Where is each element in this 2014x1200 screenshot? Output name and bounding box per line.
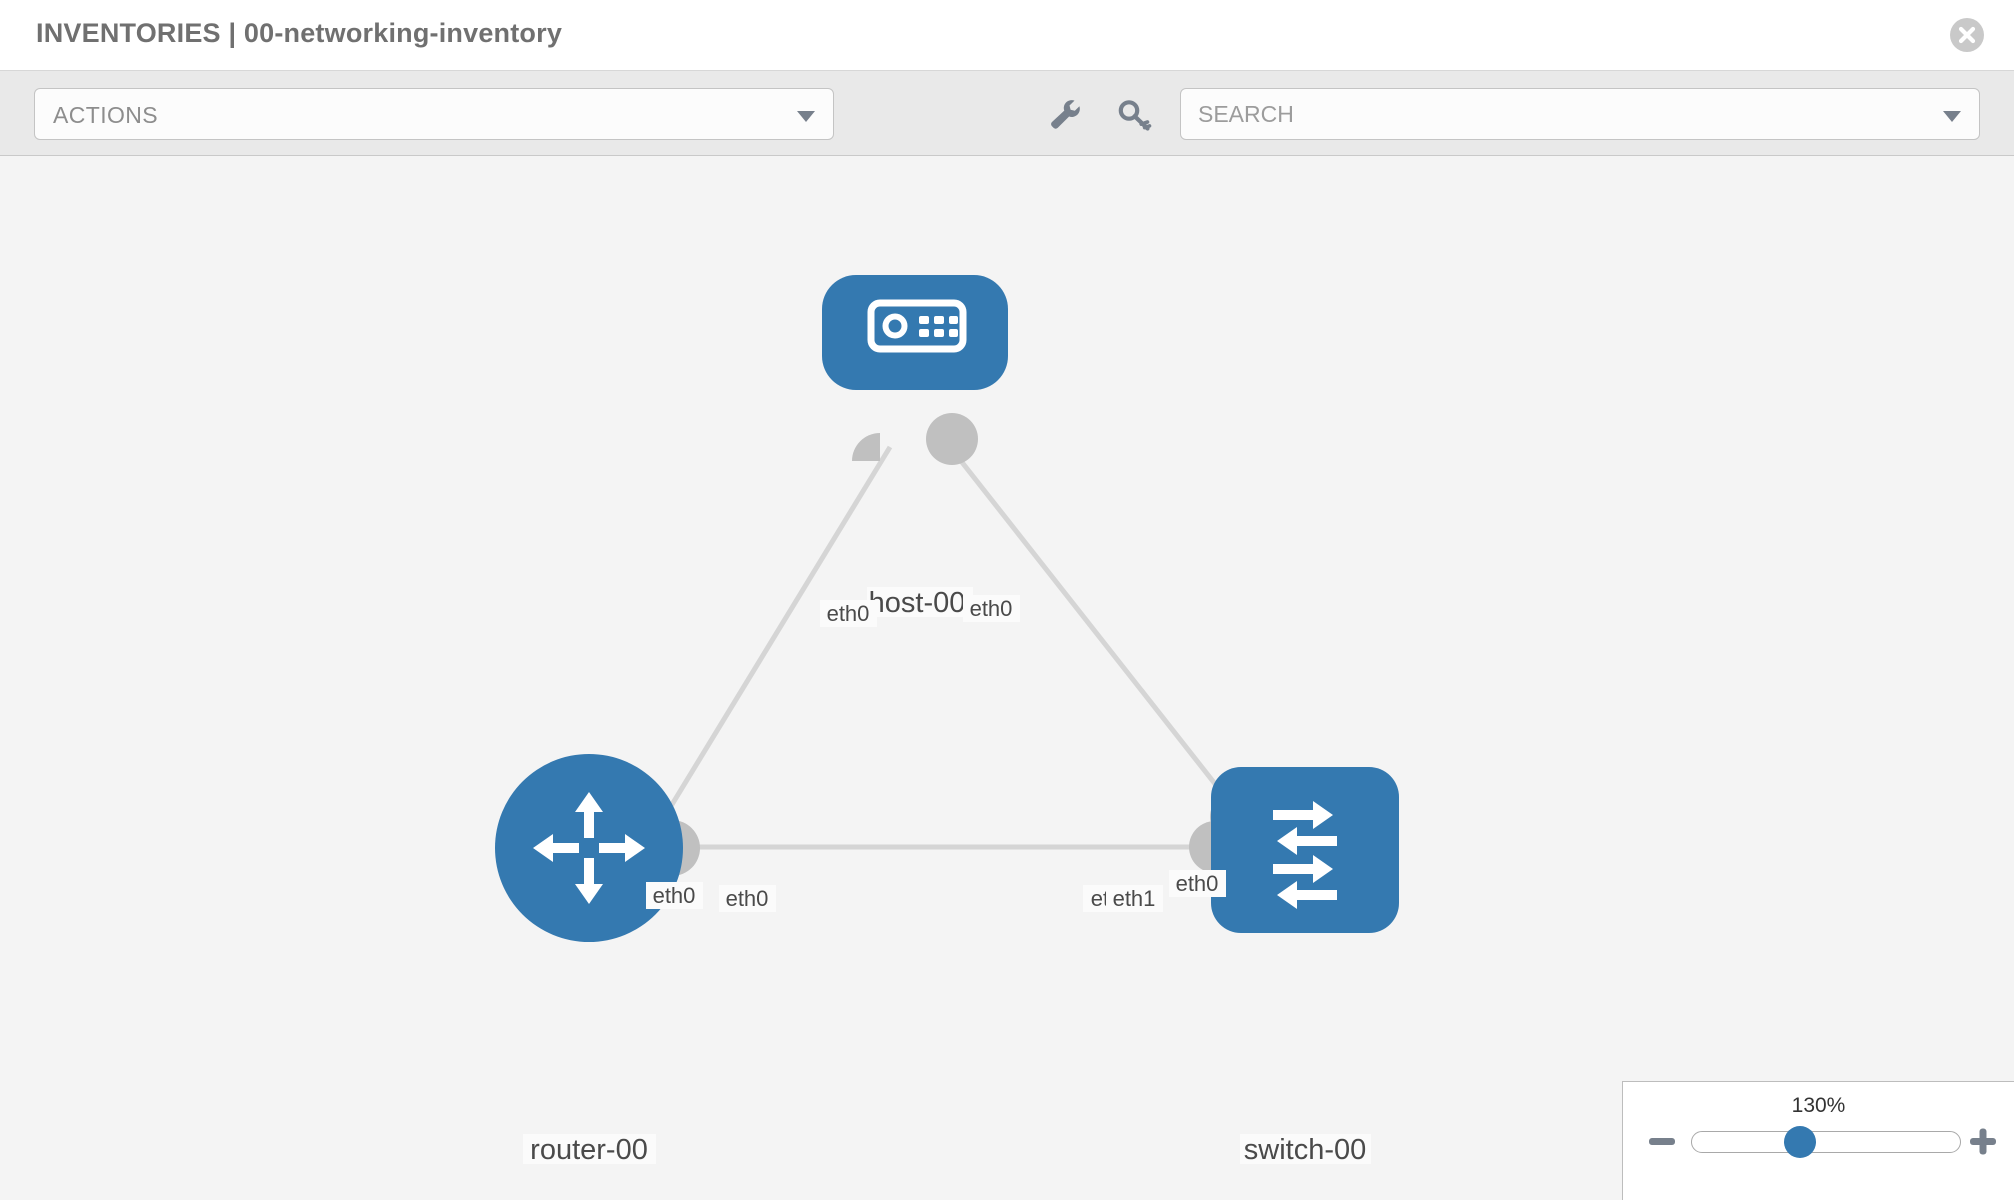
link-host00-router00[interactable] bbox=[637, 445, 893, 859]
topology-canvas[interactable]: host-00 router-00 bbox=[0, 157, 2014, 1200]
zoom-slider-thumb[interactable] bbox=[1784, 1126, 1816, 1158]
iface-label-router00-east: eth0 bbox=[726, 886, 769, 911]
link-host00-switch00[interactable] bbox=[948, 445, 1247, 824]
zoom-slider[interactable] bbox=[1691, 1131, 1961, 1153]
node-switch-00[interactable]: switch-00 bbox=[1211, 767, 1399, 1166]
topology-graph: host-00 router-00 bbox=[495, 275, 1399, 1166]
page-title: INVENTORIES | 00-networking-inventory bbox=[36, 18, 563, 48]
router-node-shape bbox=[495, 754, 683, 942]
iface-label-router00-north: eth0 bbox=[653, 883, 696, 908]
switch-arrows-icon bbox=[1273, 801, 1337, 909]
iface-label-bg bbox=[963, 595, 1020, 622]
server-icon bbox=[867, 299, 967, 353]
node-host-00[interactable]: host-00 bbox=[822, 275, 1008, 619]
search-box[interactable] bbox=[1180, 88, 1980, 140]
iface-label-switch00-north: eth0 bbox=[1176, 871, 1219, 896]
page-header: INVENTORIES | 00-networking-inventory bbox=[0, 0, 2014, 71]
connector-nub-host00-right bbox=[926, 413, 978, 465]
node-label-switch-00: switch-00 bbox=[1244, 1134, 1367, 1166]
host-node-shape bbox=[822, 275, 1008, 390]
node-label-host-00: host-00 bbox=[869, 587, 966, 619]
node-label-router-00: router-00 bbox=[530, 1134, 648, 1166]
plus-icon[interactable] bbox=[1966, 1124, 2000, 1158]
actions-dropdown-label: ACTIONS bbox=[53, 102, 159, 128]
switch-label-bg bbox=[1240, 1134, 1371, 1164]
interface-labels: eth0 eth0 eth0 eth0 eth0 eth eth1 bbox=[646, 595, 1226, 912]
iface-label-bg bbox=[719, 885, 776, 912]
topology-links bbox=[637, 445, 1247, 859]
search-input[interactable] bbox=[1198, 89, 1898, 139]
iface-label-host00-left: eth0 bbox=[827, 601, 870, 626]
zoom-control-panel: 130% bbox=[1622, 1081, 2014, 1200]
iface-label-bg bbox=[1106, 885, 1163, 912]
connector-nub-host00-left bbox=[852, 433, 880, 461]
topology-connectors bbox=[672, 413, 1262, 876]
key-icon[interactable] bbox=[1116, 97, 1154, 133]
router-label-bg bbox=[523, 1134, 656, 1164]
switch-node-shape bbox=[1211, 767, 1399, 933]
toolbar: ACTIONS bbox=[0, 71, 2014, 156]
router-arrows-icon bbox=[533, 792, 645, 904]
wrench-icon[interactable] bbox=[1047, 97, 1085, 133]
minus-icon[interactable] bbox=[1645, 1124, 1679, 1158]
iface-label-bg bbox=[646, 882, 703, 909]
zoom-level-value: 130% bbox=[1791, 1094, 1846, 1117]
iface-label-bg bbox=[1169, 870, 1226, 897]
actions-dropdown[interactable]: ACTIONS bbox=[34, 88, 834, 140]
node-router-00[interactable]: router-00 bbox=[495, 754, 683, 1166]
iface-label-bg bbox=[820, 600, 877, 627]
close-icon[interactable] bbox=[1949, 17, 1985, 53]
search-chevron-down-icon[interactable] bbox=[1943, 111, 1961, 122]
host-label-bg bbox=[867, 587, 973, 617]
chevron-down-icon bbox=[797, 111, 815, 122]
iface-label-switch00-west: eth1 bbox=[1113, 886, 1156, 911]
iface-label-host00-right: eth0 bbox=[970, 596, 1013, 621]
